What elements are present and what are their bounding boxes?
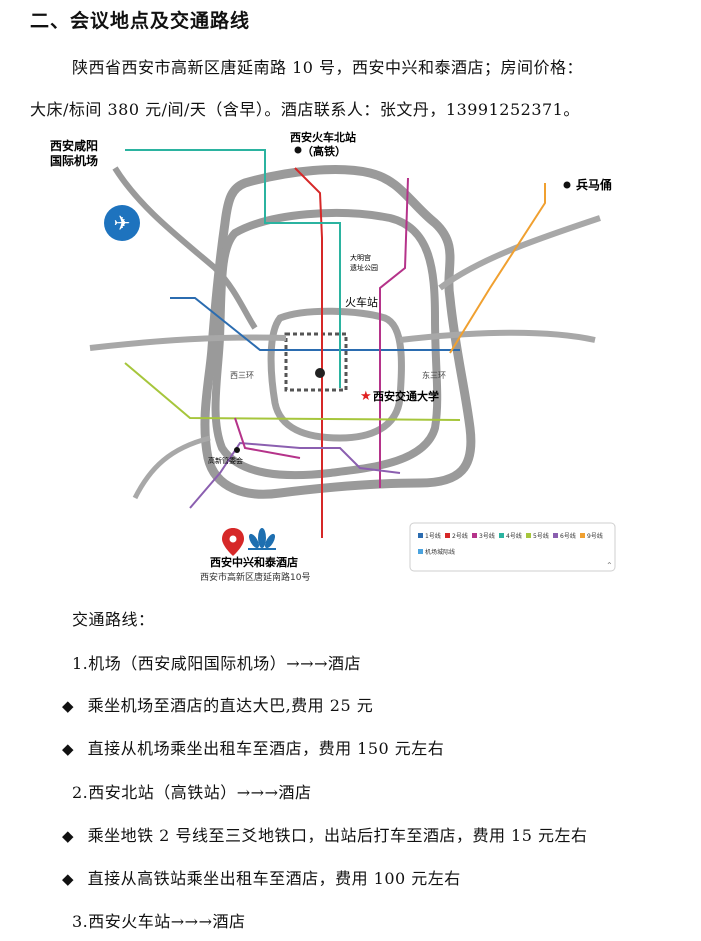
route-1-option-1-text: 乘坐机场至酒店的直达大巴,费用 25 元 [87,696,374,715]
metro-line-4 [125,149,341,388]
city-wall [284,332,348,392]
legend-swatch [418,549,423,554]
legend-swatch [580,533,585,538]
legend-label: 4号线 [506,532,522,540]
legend-swatch [472,533,477,538]
third-ring-road [211,209,442,480]
terracotta-label: 兵马俑 [576,177,612,192]
legend-swatch [526,533,531,538]
diamond-bullet-icon: ◆ [62,697,75,715]
metro-line-6 [189,441,401,509]
east-expressway [399,329,596,343]
lotus-logo-icon [248,528,276,550]
location-pin-dot [229,535,237,543]
route-2-option-1: ◆ 乘坐地铁 2 号线至三爻地铁口，出站后打车至酒店，费用 15 元左右 [62,822,587,846]
east-third-ring-label: 东三环 [422,370,446,380]
gaoxin-marker [234,447,240,453]
hotel-name-label: 西安中兴和泰酒店 [210,555,298,569]
university-label: 西安交通大学 [373,389,439,403]
route-2-option-2-text: 直接从高铁站乘坐出租车至酒店，费用 100 元左右 [87,869,461,888]
railway-station-label: 火车站 [345,295,378,309]
center-marker [315,368,325,378]
transport-title: 交通路线： [72,610,155,629]
route-1-title: 1.机场（西安咸阳国际机场）→→→酒店 [72,654,361,673]
metro-line-2 [294,167,323,538]
diamond-bullet-icon: ◆ [62,740,75,758]
legend-label: 机场城际线 [425,548,455,556]
southwest-expressway [132,435,211,500]
intro-line-2: 大床/标间 380 元/间/天（含早）。酒店联系人：张文丹，1399125237… [30,100,580,119]
legend-swatch [499,533,504,538]
metro-line-5 [124,362,461,421]
route-1-option-1: ◆ 乘坐机场至酒店的直达大巴,费用 25 元 [62,692,373,716]
north-station-label-2: （高铁） [302,144,346,158]
gaoxin-label: 高新管委会 [208,456,243,465]
metro-map-svg: ✈ ★ 西安咸阳 国际机场 西安火车北站 （高铁） 兵马俑 火车站 大明宫 遗址… [50,130,616,583]
diamond-bullet-icon: ◆ [62,870,75,888]
airport-expressway [112,166,258,330]
metro-line-3 [379,177,409,488]
section-title: 二、会议地点及交通路线 [30,10,251,32]
star-icon: ★ [360,389,372,404]
diamond-bullet-icon: ◆ [62,827,75,845]
west-expressway [89,334,287,351]
metro-line-1 [170,297,460,351]
legend-label: 2号线 [452,532,468,540]
route-3-title: 3.西安火车站→→→酒店 [72,912,246,931]
legend-label: 6号线 [560,532,576,540]
hotel-address-label: 西安市高新区唐延南路10号 [200,571,310,583]
daming-label-1: 大明宫 [350,253,371,262]
airport-label-1: 西安咸阳 [50,138,98,153]
airplane-glyph: ✈ [114,211,131,235]
route-2-title: 2.西安北站（高铁站）→→→酒店 [72,783,312,802]
metro-map: ✈ ★ 西安咸阳 国际机场 西安火车北站 （高铁） 兵马俑 火车站 大明宫 遗址… [40,128,630,588]
airport-label-2: 国际机场 [50,153,98,168]
legend-swatch [445,533,450,538]
legend-label: 3号线 [479,532,495,540]
legend-label: 1号线 [425,532,441,540]
outer-ring-road [200,165,476,499]
second-ring-road [267,307,405,442]
route-1-option-2: ◆ 直接从机场乘坐出租车至酒店，费用 150 元左右 [62,735,444,759]
terracotta-marker [563,181,571,189]
legend-label: 5号线 [533,532,549,540]
intro-line-1: 陕西省西安市高新区唐延南路 10 号，西安中兴和泰酒店；房间价格： [72,58,584,77]
north-station-label-1: 西安火车北站 [290,130,356,144]
daming-label-2: 遗址公园 [350,263,378,272]
airplane-icon [104,205,140,241]
legend-swatch [418,533,423,538]
legend-label: 9号线 [587,532,603,540]
metro-line-9 [449,183,546,354]
route-1-option-2-text: 直接从机场乘坐出租车至酒店，费用 150 元左右 [87,739,445,758]
route-2-option-2: ◆ 直接从高铁站乘坐出租车至酒店，费用 100 元左右 [62,865,461,889]
legend-collapse-icon[interactable]: ⌃ [606,561,613,570]
northeast-expressway [438,215,601,291]
west-third-ring-label: 西三环 [230,371,254,380]
metro-line-6b [234,417,301,459]
legend-swatch [553,533,558,538]
route-2-option-1-text: 乘坐地铁 2 号线至三爻地铁口，出站后打车至酒店，费用 15 元左右 [87,826,588,845]
station-marker [294,146,302,154]
